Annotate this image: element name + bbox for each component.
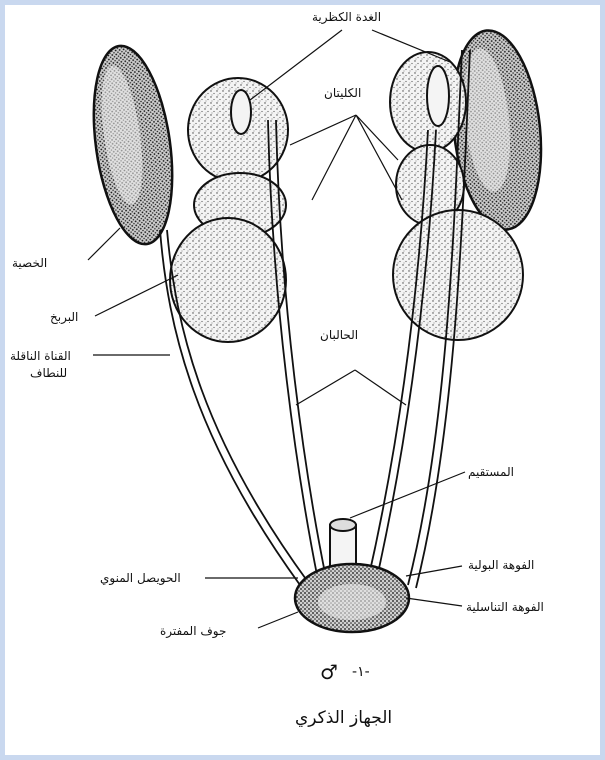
male-symbol: ♂ [320,660,338,684]
label-ureters: الحالبان [320,328,358,343]
cloaca-inner [318,584,386,620]
label-vas-deferens-line2: للنطاف [30,366,67,381]
label-seminal-vesicle: الحويصل المنوي [100,571,181,586]
label-epididymis: البربخ [50,310,78,325]
label-cloaca: جوف المفترة [160,624,226,639]
figure-title: الجهاز الذكري [295,708,392,728]
kidneys-leader [290,115,402,200]
label-vas-deferens-line1: القناة الناقلة [10,349,71,364]
left-adrenal-gland [231,90,251,134]
label-rectum: المستقيم [468,465,514,480]
cloaca-leader [258,612,298,628]
label-adrenal-gland: الغدة الكظرية [312,10,381,25]
label-kidneys: الكليتان [324,86,361,101]
figure-number: -١- [352,664,370,680]
label-testis: الخصية [12,256,47,271]
left-kidney-lower [170,218,286,342]
label-urinary-opening: الفوهة البولية [468,558,534,573]
ureters-leader [296,370,406,405]
rectum-leader [350,472,465,518]
rectum-opening [330,519,356,531]
genital-opening-leader [406,598,462,606]
epididymis-leader [95,275,178,316]
right-adrenal-gland [427,66,449,126]
label-genital-opening: الفوهة التناسلية [466,600,544,615]
testis-leader [88,228,120,260]
urinary-opening-leader [406,566,462,576]
